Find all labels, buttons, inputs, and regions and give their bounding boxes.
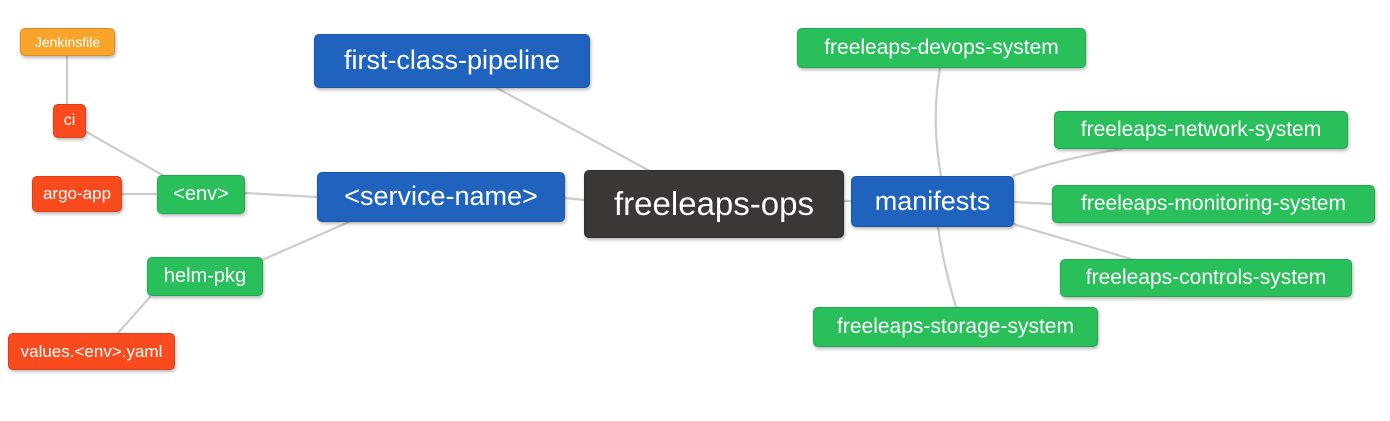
node-ci[interactable]: ci: [53, 104, 86, 138]
node-freeleaps-ops[interactable]: freeleaps-ops: [584, 170, 844, 238]
edge-helm-pkg-service-name: [260, 220, 351, 262]
node-label: freeleaps-network-system: [1080, 118, 1322, 141]
node-label: ci: [63, 111, 76, 129]
edge-manifests-freeleaps-monitoring-system: [1012, 200, 1054, 206]
edge-first-class-pipeline-freeleaps-ops: [495, 86, 650, 172]
node-freeleaps-controls-system[interactable]: freeleaps-controls-system: [1060, 259, 1352, 297]
node-first-class-pipeline[interactable]: first-class-pipeline: [314, 34, 590, 88]
node-label: freeleaps-monitoring-system: [1081, 192, 1346, 215]
node-values-env-yaml[interactable]: values.<env>.yaml: [8, 333, 175, 370]
node-label: freeleaps-ops: [614, 185, 814, 222]
edge-service-name-freeleaps-ops: [563, 196, 586, 202]
node-freeleaps-storage-system[interactable]: freeleaps-storage-system: [813, 307, 1098, 347]
node-label: argo-app: [42, 184, 112, 203]
node-helm-pkg[interactable]: helm-pkg: [147, 257, 263, 296]
edge-env-service-name: [243, 191, 319, 199]
edge-manifests-freeleaps-network-system: [1011, 147, 1124, 178]
node-label: Jenkinsfile: [34, 33, 101, 50]
edge-manifests-freeleaps-devops-system: [934, 66, 943, 178]
node-label: manifests: [874, 185, 991, 216]
node-service-name[interactable]: <service-name>: [317, 172, 565, 222]
node-freeleaps-monitoring-system[interactable]: freeleaps-monitoring-system: [1052, 185, 1375, 223]
node-argo-app[interactable]: argo-app: [32, 176, 122, 212]
node-label: <service-name>: [344, 181, 538, 211]
node-label: <env>: [173, 183, 229, 205]
node-label: values.<env>.yaml: [20, 341, 163, 361]
node-label: first-class-pipeline: [343, 45, 561, 75]
node-label: freeleaps-storage-system: [837, 315, 1074, 338]
node-label: helm-pkg: [163, 265, 247, 287]
node-freeleaps-devops-system[interactable]: freeleaps-devops-system: [797, 28, 1086, 68]
node-label: freeleaps-devops-system: [824, 36, 1059, 59]
node-manifests[interactable]: manifests: [851, 176, 1014, 227]
node-freeleaps-network-system[interactable]: freeleaps-network-system: [1054, 111, 1348, 149]
node-env[interactable]: <env>: [157, 175, 245, 214]
edge-values-env-yaml-helm-pkg: [116, 295, 152, 335]
edge-ci-env: [81, 128, 168, 179]
edge-manifests-freeleaps-controls-system: [1011, 222, 1133, 261]
node-label: freeleaps-controls-system: [1085, 266, 1327, 289]
node-jenkinsfile[interactable]: Jenkinsfile: [20, 28, 115, 56]
edge-manifests-freeleaps-storage-system: [936, 225, 958, 309]
